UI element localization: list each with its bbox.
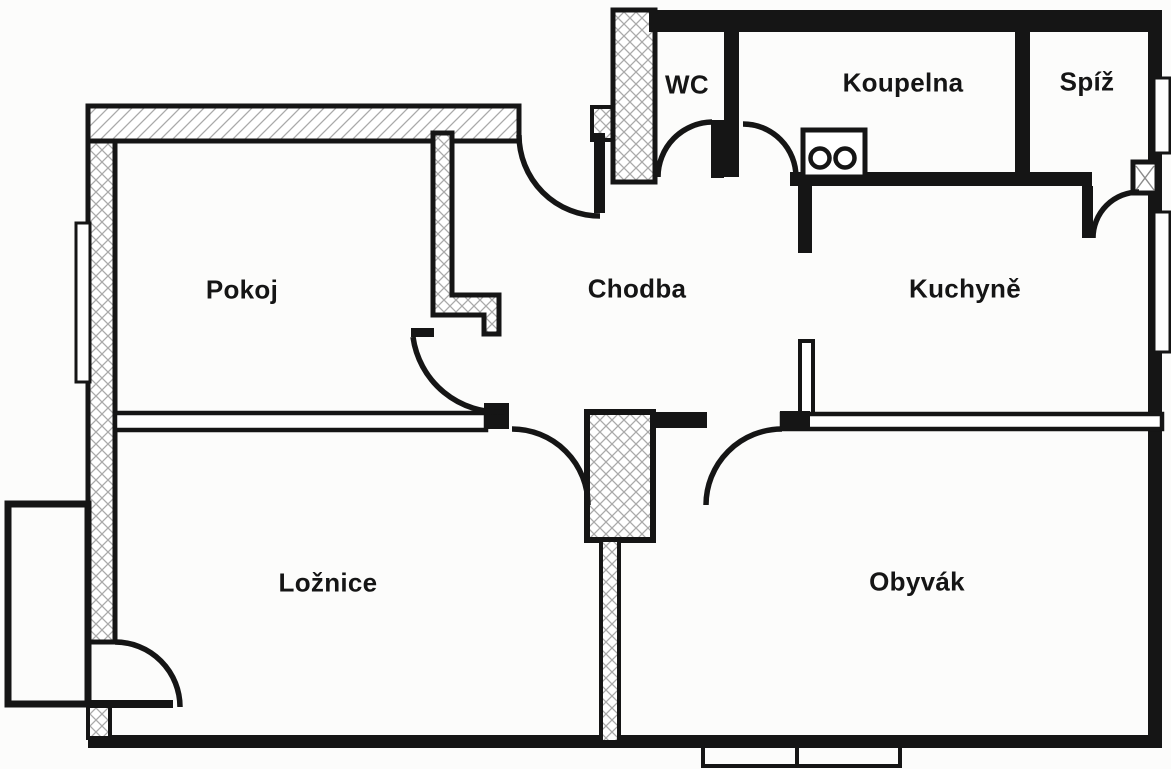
spiz-window-icon: [1152, 76, 1171, 155]
wall-loznice-sill: [88, 700, 173, 708]
loznice-left-door-arc: [114, 639, 183, 708]
room-label-chodba: Chodba: [587, 273, 687, 304]
wc-door-leaf: [711, 120, 724, 178]
wall-kuchyne-stub-upper: [798, 185, 812, 253]
wall-kuchyne-obyvak: [779, 411, 1165, 432]
wc-door-arc: [655, 119, 713, 178]
interior-walls: [112, 10, 1165, 744]
wall-bottom-exterior: [88, 735, 1162, 748]
obyvak-door-arc: [703, 426, 783, 506]
left-window-icon: [74, 221, 92, 384]
fixtures: [800, 127, 1160, 196]
doors: [114, 119, 1140, 708]
wall-koupelna-spiz: [1015, 10, 1030, 185]
wall-pokoj-right: [430, 130, 502, 337]
stove-burners-icon: [800, 127, 868, 180]
wall-left-exterior: [85, 103, 118, 645]
shaft-cross-box-icon: [1130, 159, 1160, 196]
pokoj-door-arc: [410, 336, 505, 415]
wall-kuchyne-stub-lower: [798, 339, 815, 416]
spiz-door-arc: [1090, 189, 1140, 239]
wall-balcony-column: [86, 704, 112, 740]
left-balcony: [4, 500, 92, 708]
room-label-wc: WC: [665, 69, 709, 100]
wall-top-pokoj: [85, 103, 522, 144]
room-label-loznice: Ložnice: [278, 567, 378, 598]
koupelna-door-arc: [742, 121, 799, 178]
entrance-door-arc: [516, 134, 601, 219]
entrance-door-leaf: [594, 133, 605, 213]
kitchen-window-icon: [1152, 210, 1171, 354]
wall-spiz-jamb: [1082, 186, 1093, 238]
room-label-kuchyne: Kuchyně: [909, 273, 1021, 304]
wall-top-right: [649, 10, 1162, 32]
wall-pokoj-door-stub: [411, 328, 434, 337]
wall-loznice-top: [112, 410, 489, 433]
windows-balconies: [4, 76, 1171, 768]
room-label-koupelna: Koupelna: [842, 67, 964, 98]
wall-wc-koupelna: [724, 10, 739, 177]
room-label-obyvak: Obyvák: [869, 566, 965, 597]
wall-central-pier: [584, 409, 656, 543]
bottom-balcony: [701, 742, 902, 768]
exterior-walls: [85, 7, 1162, 748]
room-label-spiz: Spíž: [1059, 66, 1115, 97]
wall-wc-column: [610, 7, 658, 185]
wall-doors-row-segment: [653, 412, 707, 428]
wall-obyvak-door-block: [780, 411, 810, 429]
loznice-door-arc: [511, 426, 591, 506]
room-label-pokoj: Pokoj: [205, 274, 279, 305]
wall-loznice-obyvak: [599, 538, 621, 744]
wall-loznice-door-block: [484, 403, 509, 429]
